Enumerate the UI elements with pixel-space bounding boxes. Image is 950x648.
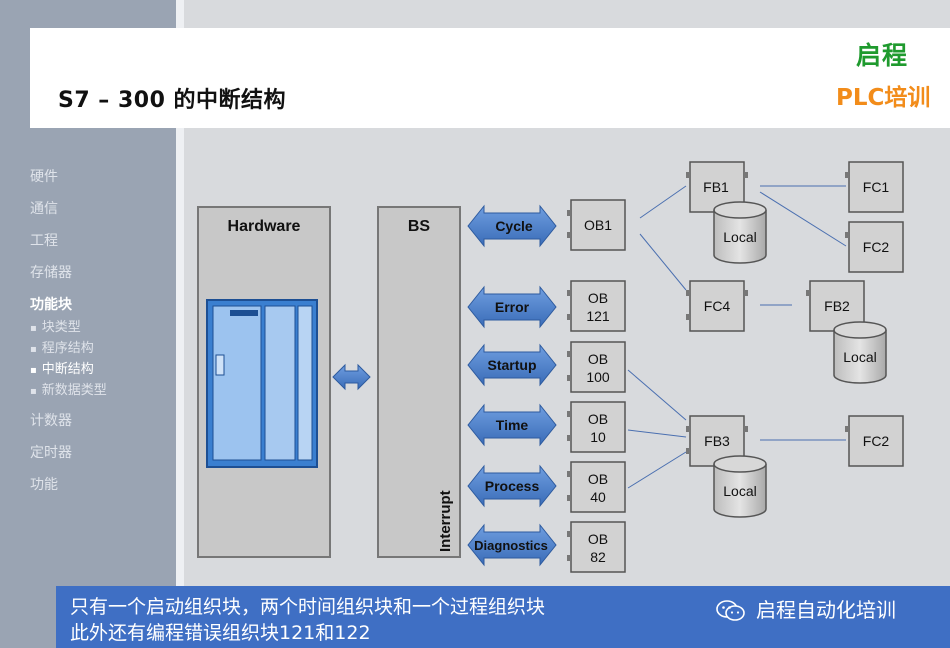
nav-item-timers[interactable]: 定时器 [30,445,72,461]
local-data-cylinder-icon: Local [713,201,767,264]
ob-number: 121 [586,308,610,324]
event-label: Cycle [495,218,533,234]
event-arrow-error: Error [467,285,557,329]
event-arrow-diagnostics: Diagnostics [467,523,557,567]
subnav-label: 中断结构 [41,362,94,377]
bullet-icon: ▪ [30,344,37,355]
nav-item-hardware[interactable]: 硬件 [30,169,58,185]
local-label: Local [723,483,756,499]
bullet-icon: ▪ [30,323,37,334]
local-data-cylinder-icon: Local [713,455,767,518]
footer-caption-bar: 只有一个启动组织块，两个时间组织块和一个过程组织块 此外还有编程错误组织块121… [56,586,950,648]
local-data-cylinder-icon: Local [833,321,887,384]
fc2-bottom-block: FC2 [845,415,904,467]
bs-label: BS [408,218,431,235]
logo-text-top: 启程 [856,41,909,70]
ob-number: 100 [586,369,610,385]
nav-item-memory[interactable]: 存储器 [30,265,72,281]
ob40-block: OB 40 [567,461,626,513]
block-label: FC4 [704,298,731,314]
footer-brand: 启程自动化培训 [756,598,896,622]
fb2-block: FB2 [806,280,865,332]
event-label: Error [495,299,530,315]
bullet-icon: ▪ [30,365,37,376]
event-label: Startup [488,357,537,373]
block-label: FC2 [863,239,890,255]
event-arrow-time: Time [467,403,557,447]
local-label: Local [723,229,756,245]
event-arrow-process: Process [467,464,557,508]
sidebar-divider [176,0,184,648]
bs-panel [377,206,461,558]
block-label: FB1 [703,179,729,195]
event-arrow-startup: Startup [467,343,557,387]
wechat-icon [716,600,745,621]
ob82-block: OB 82 [567,521,626,573]
event-label: Time [496,417,529,433]
subnav-label: 新数据类型 [41,383,107,398]
header-bar: S7 – 300 的中断结构 启程 PLC培训 [30,28,950,128]
hardware-label: Hardware [228,218,301,235]
nav-item-function-blocks[interactable]: 功能块 [30,297,72,313]
event-arrow-cycle: Cycle [467,204,557,248]
block-label: FC2 [863,433,890,449]
ob-label: OB [588,411,608,427]
subnav-label: 块类型 [41,320,81,335]
nav-item-project[interactable]: 工程 [30,233,58,249]
connection-lines [627,185,847,489]
nav-item-counters[interactable]: 计数器 [30,413,72,429]
event-label: Process [485,478,540,494]
block-label: FC1 [863,179,890,195]
interrupt-label: Interrupt [437,490,454,552]
local-label: Local [843,349,876,365]
ob-number: 82 [590,549,606,565]
event-label: Diagnostics [474,538,548,553]
plc-device-icon [206,299,318,468]
footer-line-1: 只有一个启动组织块，两个时间组织块和一个过程组织块 [70,596,546,618]
ob-label: OB [588,531,608,547]
subnav-item-block-types[interactable]: ▪ 块类型 [30,316,81,335]
page-title: S7 – 300 的中断结构 [58,88,287,113]
ob-number: 10 [590,429,606,445]
block-label: FB2 [824,298,850,314]
subnav-item-new-data-types[interactable]: ▪ 新数据类型 [30,379,107,398]
ob-number: 40 [590,489,606,505]
fc4-block: FC4 [686,280,748,332]
ob121-block: OB 121 [567,280,626,332]
footer-line-2: 此外还有编程错误组织块121和122 [70,622,371,644]
ob-label: OB [588,290,608,306]
ob1-block: OB1 [567,199,626,251]
fc2-top-block: FC2 [845,221,904,273]
ob-label: OB1 [584,217,612,233]
block-label: FB3 [704,433,730,449]
hardware-bs-arrow-icon [332,363,371,391]
subnav-label: 程序结构 [41,341,94,356]
ob-label: OB [588,471,608,487]
ob100-block: OB 100 [567,341,626,393]
logo-text-bottom: PLC培训 [836,85,931,111]
bullet-icon: ▪ [30,386,37,397]
nav-item-functions[interactable]: 功能 [30,477,58,493]
fb3-block: FB3 [686,415,748,467]
fc1-block: FC1 [845,161,904,213]
subnav-item-interrupt-structure[interactable]: ▪ 中断结构 [30,358,94,377]
nav-item-communication[interactable]: 通信 [30,201,58,217]
ob-label: OB [588,351,608,367]
subnav-item-program-structure[interactable]: ▪ 程序结构 [30,337,94,356]
ob10-block: OB 10 [567,401,626,453]
